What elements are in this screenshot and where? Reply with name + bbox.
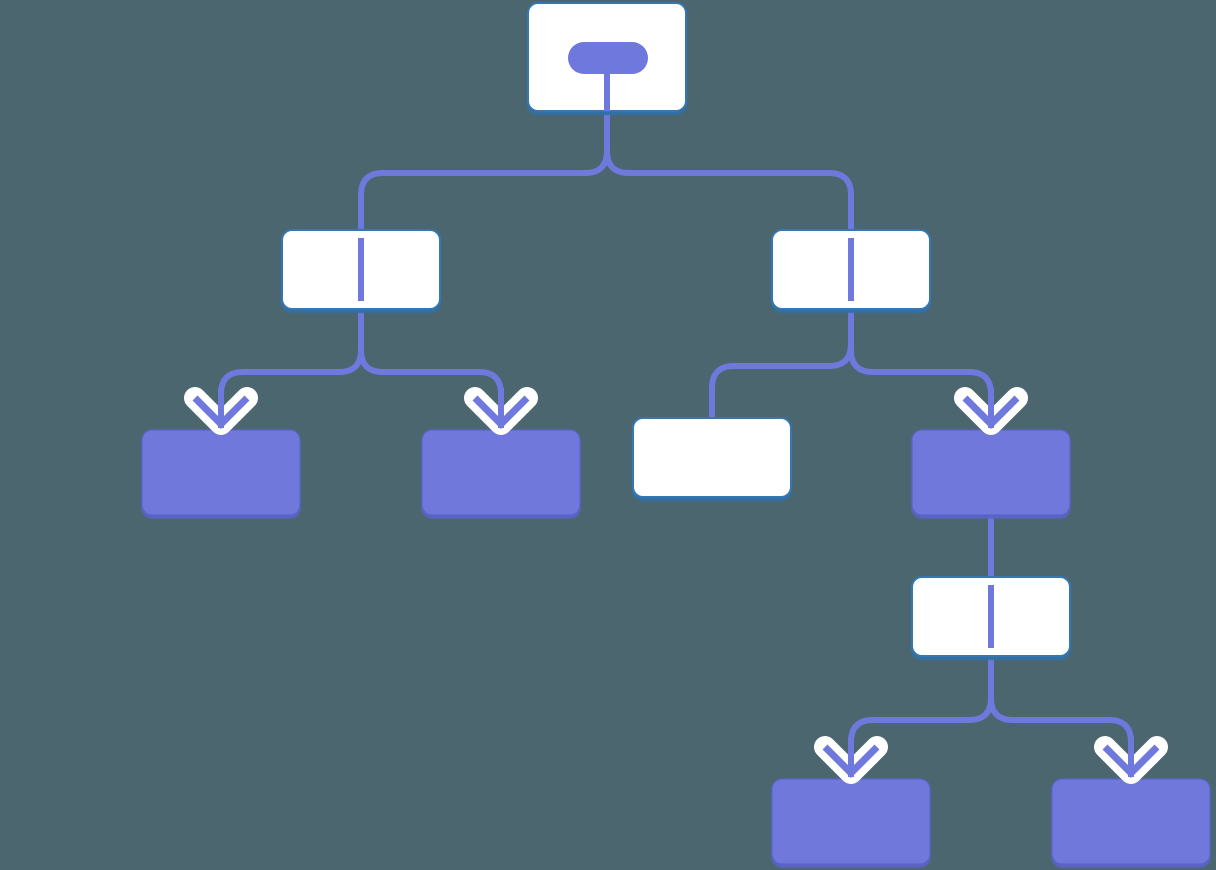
- double-chevron-down-arrow-icon: [814, 736, 888, 784]
- node-n-l1-b[interactable]: [421, 429, 581, 516]
- purple-node-box[interactable]: [1051, 778, 1211, 865]
- double-chevron-down-arrow-icon: [1094, 736, 1168, 784]
- connector-e-l1-b: [358, 309, 504, 432]
- connector-e-r1-a: [709, 309, 854, 418]
- purple-node-box[interactable]: [421, 429, 581, 516]
- node-root[interactable]: [527, 2, 687, 112]
- edge-overlay-layer: [358, 74, 994, 648]
- double-chevron-down-arrow-icon: [464, 387, 538, 435]
- node-n-r3-a[interactable]: [771, 778, 931, 865]
- arrowhead-layer: [184, 387, 1168, 784]
- purple-node-box[interactable]: [771, 778, 931, 865]
- double-chevron-down-arrow-icon: [184, 387, 258, 435]
- edge-layer: [218, 111, 1134, 781]
- node-layer: [141, 2, 1211, 865]
- connector-e-r1-b: [848, 309, 994, 432]
- connector-e-root-r1: [604, 111, 854, 309]
- node-n-r3-b[interactable]: [1051, 778, 1211, 865]
- purple-node-box[interactable]: [141, 429, 301, 516]
- node-n-r1-a[interactable]: [632, 417, 792, 498]
- pill-badge-icon: [568, 42, 648, 74]
- node-n-l1-a[interactable]: [141, 429, 301, 516]
- connector-e-r2-b: [988, 656, 1134, 781]
- purple-node-box[interactable]: [911, 429, 1071, 516]
- double-chevron-down-arrow-icon: [954, 387, 1028, 435]
- white-node-box[interactable]: [632, 417, 792, 498]
- node-n-r1-b[interactable]: [911, 429, 1071, 516]
